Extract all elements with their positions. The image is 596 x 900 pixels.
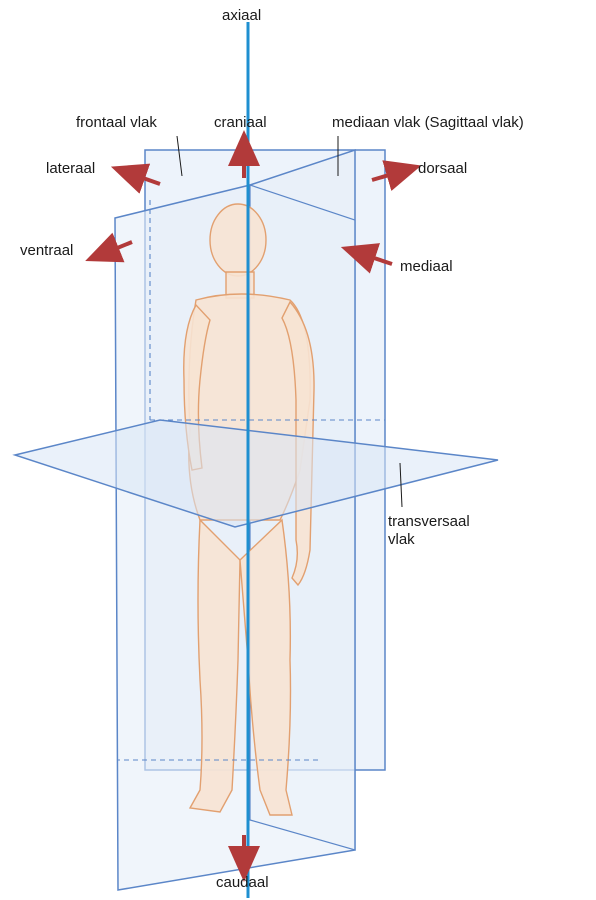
label-caudaal: caudaal [216,874,269,891]
label-sagittaal-note: (Sagittaal vlak) [425,114,524,131]
label-mediaan-vlak-text: mediaan vlak [332,114,420,131]
label-transversaal-line2: vlak [388,531,415,548]
transverse-plane [15,420,498,527]
label-lateraal: lateraal [46,160,95,177]
label-mediaan-vlak: mediaan vlak (Sagittaal vlak) [332,114,524,131]
label-ventraal: ventraal [20,242,73,259]
label-axiaal: axiaal [222,7,261,24]
label-transversaal-line1: transversaal [388,513,470,530]
label-craniaal: craniaal [214,114,267,131]
label-frontaal-vlak: frontaal vlak [76,114,157,131]
label-dorsaal: dorsaal [418,160,467,177]
label-mediaal: mediaal [400,258,453,275]
